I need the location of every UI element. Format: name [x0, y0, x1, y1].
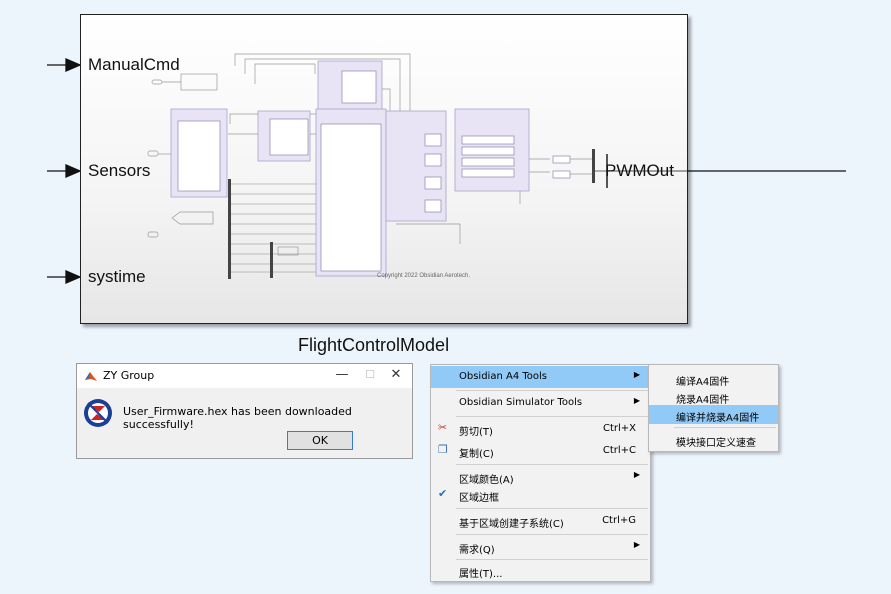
menu-item-create-subsystem[interactable]: 基于区域创建子系统(C) Ctrl+G [459, 515, 636, 530]
zy-group-logo-icon [84, 399, 112, 427]
menu-separator [456, 464, 648, 465]
submenu-item-interface-reference[interactable]: 模块接口定义速查 [676, 438, 756, 449]
checkmark-icon: ✔ [438, 487, 448, 500]
input-port-systime[interactable]: systime [88, 267, 146, 286]
submenu-arrow-icon: ▶ [633, 370, 640, 379]
obsidian-a4-submenu: 编译A4固件 烧录A4固件 编译并烧录A4固件 模块接口定义速查 [648, 364, 779, 452]
input-port-manualcmd[interactable]: ManualCmd [88, 55, 180, 74]
menu-separator [456, 534, 648, 535]
output-port-pwmout[interactable]: PWMOut [605, 161, 674, 180]
inner-model-thumbnail [147, 53, 688, 279]
menu-item-requirements[interactable]: 需求(Q) ▶ [459, 540, 640, 556]
download-success-dialog: ZY Group — ☐ ✕ User_Firmware.hex has bee… [76, 363, 413, 459]
submenu-item-compile-and-flash[interactable]: 编译并烧录A4固件 [649, 405, 778, 424]
minimize-button[interactable]: — [335, 367, 349, 382]
submenu-arrow-icon: ▶ [633, 540, 640, 549]
menu-separator [456, 416, 648, 417]
dialog-titlebar[interactable]: ZY Group — ☐ ✕ [77, 364, 412, 388]
submenu-item-flash-a4-firmware[interactable]: 烧录A4固件 [676, 395, 730, 406]
copyright-text: Copyright 2022 Obsidian Aerotech. [377, 273, 471, 279]
dialog-message: User_Firmware.hex has been downloaded su… [123, 405, 352, 431]
context-menu: Obsidian A4 Tools ▶ Obsidian Simulator T… [430, 364, 651, 582]
menu-item-cut[interactable]: ✂ 剪切(T) Ctrl+X [438, 421, 636, 438]
menu-item-area-color[interactable]: 区域颜色(A) ▶ [459, 470, 640, 486]
menu-item-area-border[interactable]: ✔ 区域边框 [438, 487, 499, 504]
copy-icon: ❐ [438, 443, 448, 456]
submenu-arrow-icon: ▶ [633, 396, 640, 405]
block-title[interactable]: FlightControlModel [298, 335, 450, 355]
menu-item-obsidian-a4-tools[interactable]: Obsidian A4 Tools ▶ [431, 366, 650, 388]
input-arrows [47, 58, 82, 284]
menu-separator [456, 390, 648, 391]
scissors-icon: ✂ [438, 421, 448, 434]
maximize-button[interactable]: ☐ [365, 368, 375, 381]
submenu-item-compile-a4-firmware[interactable]: 编译A4固件 [676, 377, 730, 388]
ok-button[interactable]: OK [287, 431, 353, 450]
matlab-logo-icon [84, 369, 98, 383]
menu-item-copy[interactable]: ❐ 复制(C) Ctrl+C [438, 443, 636, 460]
close-button[interactable]: ✕ [390, 367, 402, 382]
menu-item-obsidian-simulator-tools[interactable]: Obsidian Simulator Tools ▶ [459, 396, 640, 408]
menu-separator [456, 508, 648, 509]
menu-item-properties[interactable]: 属性(T)... [459, 569, 503, 580]
menu-separator [456, 559, 648, 560]
input-port-sensors[interactable]: Sensors [88, 161, 151, 180]
dialog-title: ZY Group [103, 369, 155, 382]
submenu-arrow-icon: ▶ [633, 470, 640, 479]
menu-separator [674, 427, 776, 428]
